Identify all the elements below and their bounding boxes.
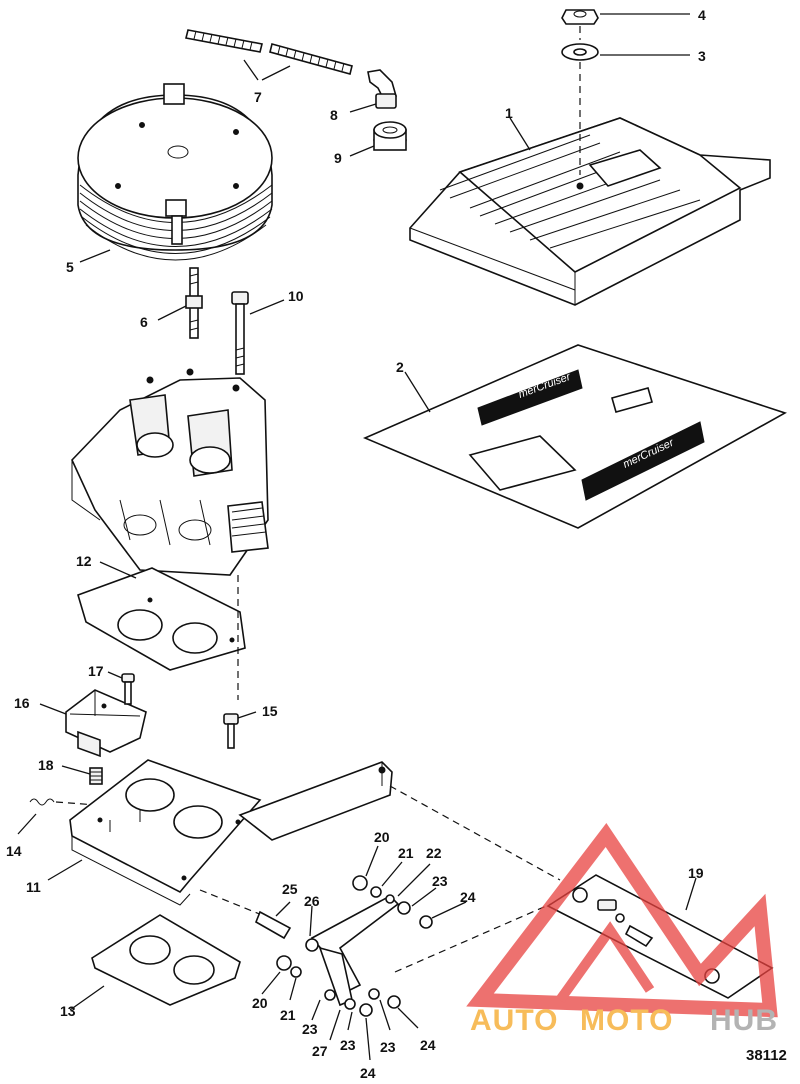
callout-17: 17: [88, 663, 104, 679]
screw-part-17: [107, 671, 135, 705]
gasket-part-13: [69, 914, 241, 1011]
callout-26: 26: [304, 893, 320, 909]
stud-part-6: [157, 267, 203, 339]
callout-19: 19: [688, 865, 704, 881]
callout-5: 5: [66, 259, 74, 275]
fitting-part-18: [61, 765, 103, 785]
callout-24: 24: [420, 1037, 436, 1053]
watermark-text-auto: AUTO: [470, 1004, 558, 1037]
callout-23: 23: [340, 1037, 356, 1053]
callout-21: 21: [280, 1007, 296, 1023]
callout-14: 14: [6, 843, 22, 859]
elbow-fitting-part-8: [349, 69, 397, 113]
callout-20: 20: [374, 829, 390, 845]
callout-8: 8: [330, 107, 338, 123]
spring-part-14: [17, 798, 111, 835]
callout-21: 21: [398, 845, 414, 861]
callout-16: 16: [14, 695, 30, 711]
callout-9: 9: [334, 150, 342, 166]
hose-part-7: [185, 29, 353, 81]
figure-number: 38112: [746, 1047, 787, 1064]
callout-11: 11: [26, 879, 41, 895]
linkage-dash-line: [199, 889, 263, 916]
callout-22: 22: [426, 845, 442, 861]
callout-7: 7: [254, 89, 262, 105]
fitting-part-25: [254, 901, 292, 940]
callout-15: 15: [262, 703, 278, 719]
callout-23: 23: [432, 873, 448, 889]
bolt-part-10: [231, 291, 285, 375]
bolt-part-15: [223, 711, 257, 749]
flame-arrestor-part-5: [77, 83, 273, 263]
callout-3: 3: [698, 48, 706, 64]
callout-25: 25: [282, 881, 298, 897]
cover-part-1: [409, 117, 771, 306]
callout-10: 10: [288, 288, 304, 304]
callout-23: 23: [302, 1021, 318, 1037]
decal-sheet-part-2: merCruiser merCruiser: [362, 344, 787, 529]
callout-13: 13: [60, 1003, 76, 1019]
throttle-body: [71, 368, 269, 576]
callout-2: 2: [396, 359, 404, 375]
callout-12: 12: [76, 553, 92, 569]
callout-18: 18: [38, 757, 54, 773]
callout-20: 20: [252, 995, 268, 1011]
grommet-part-9: [349, 121, 407, 157]
callout-6: 6: [140, 314, 148, 330]
linkage-assembly: [261, 845, 561, 1061]
callout-4: 4: [698, 7, 706, 23]
callout-1: 1: [505, 105, 513, 121]
watermark-text-hub: HUB: [710, 1004, 778, 1037]
sensor-part-16: [39, 689, 147, 758]
gasket-part-12: [77, 561, 246, 671]
linkage-dash-line: [389, 785, 561, 881]
adapter-plate-part-11: [47, 759, 393, 906]
automotohub-watermark: AUTO MOTO HUB: [466, 822, 778, 1037]
callout-labels: 4 3 1 7 8 9 5 6 10 2 12 17 16 15 18 14 1…: [6, 7, 706, 1081]
washer-part-3: [561, 43, 690, 61]
callout-24: 24: [460, 889, 476, 905]
watermark-text-moto: MOTO: [580, 1004, 673, 1037]
nut-part-4: [561, 9, 690, 25]
callout-23: 23: [380, 1039, 396, 1055]
callout-24: 24: [360, 1065, 376, 1081]
callout-27: 27: [312, 1043, 328, 1059]
